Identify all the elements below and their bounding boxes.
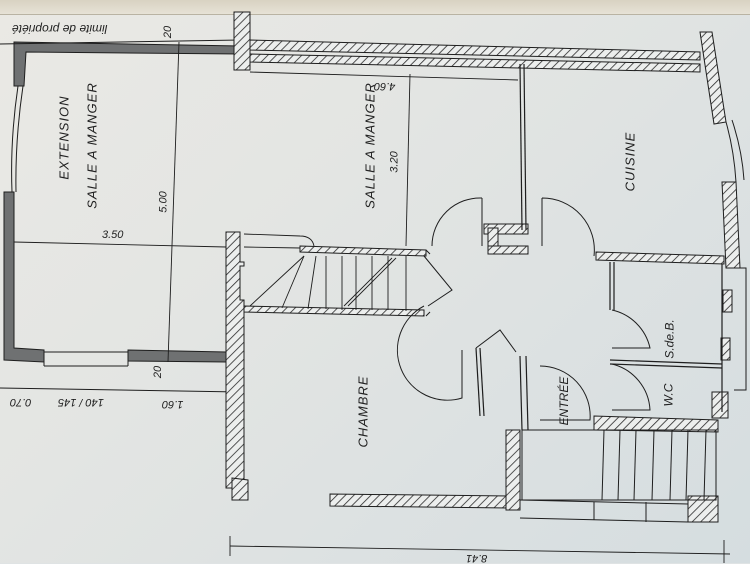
room-label-entree: ENTRÉE: [557, 376, 571, 426]
partitions: [475, 63, 723, 431]
room-label-cuisine: CUISINE: [622, 131, 638, 192]
dim-dining-depth: 3.20: [388, 151, 401, 173]
door-swings: [396, 197, 651, 421]
dim-extension-length: 5.00: [157, 191, 170, 213]
dim-side-segment: 1.60: [162, 398, 184, 410]
dim-wall-bottom: 20: [152, 365, 165, 379]
room-label-salle-a-manger: SALLE A MANGER: [362, 82, 378, 209]
dim-extension-width: 3.50: [102, 229, 124, 241]
room-label-extension-dining: SALLE A MANGER: [84, 82, 100, 209]
extension-windows: [11, 85, 129, 367]
staircase-upper: [243, 233, 407, 311]
room-label-salle-de-bain: S.de.B.: [662, 319, 677, 359]
room-label-wc: W.C: [661, 383, 676, 407]
main-dimension-lines: [229, 71, 731, 563]
main-walls: [225, 11, 741, 523]
paper-edge: [0, 0, 750, 15]
staircase-entrance: [519, 429, 717, 523]
extension-dimension-lines: [0, 39, 241, 393]
boundary-label: limite de propriété: [12, 22, 108, 36]
right-windows: [725, 119, 747, 391]
extension-walls: [3, 41, 241, 363]
room-label-chambre: CHAMBRE: [355, 375, 371, 448]
room-label-extension: EXTENSION: [56, 95, 72, 180]
dim-end-segment: 0.70: [10, 396, 32, 408]
dim-window-opening: 140 / 145: [58, 396, 104, 408]
dim-wall-top: 20: [162, 25, 175, 39]
dim-dining-length: 4.60: [374, 80, 396, 92]
dim-total-length: 8.41: [466, 552, 488, 564]
